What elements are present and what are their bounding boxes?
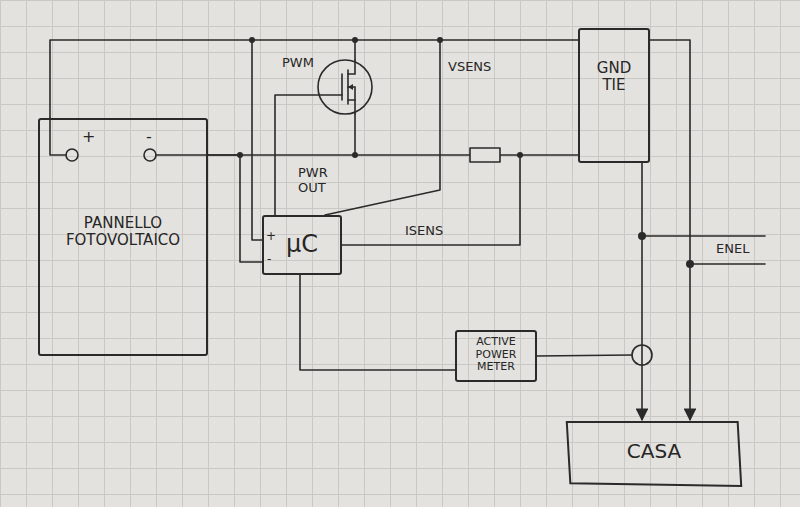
drain-stub <box>348 60 355 74</box>
house-box: CASA <box>565 420 743 488</box>
terminal-plus <box>66 149 78 161</box>
junction-group <box>237 37 694 268</box>
pv-panel-box: PANNELLO FOTOVOLTAICO <box>38 118 208 356</box>
grid-wire <box>690 263 765 265</box>
mosfet-symbol: PWM <box>282 52 382 122</box>
node-text: ACTIVE POWER METER <box>461 336 531 374</box>
wire-connector <box>50 40 578 118</box>
grid-tie-box: GND TIE <box>578 28 650 163</box>
plus-lead-wire <box>50 118 66 155</box>
mosfet-outline <box>318 60 372 114</box>
junction-dot <box>437 37 443 43</box>
wire-group <box>50 40 765 365</box>
terminal-label: + <box>82 128 95 146</box>
component-name: PWM <box>282 56 314 71</box>
signal-name: ISENS <box>405 224 443 239</box>
junction-dot <box>249 37 255 43</box>
junction-dot <box>352 152 358 158</box>
signal-name: PWR OUT <box>298 166 342 196</box>
isens-wire <box>342 155 520 245</box>
wire-connector <box>208 155 262 262</box>
microcontroller-box: μC <box>262 215 342 275</box>
wire-connector <box>641 163 643 420</box>
node-text: CASA <box>565 440 743 463</box>
shunt-resistor-symbol <box>470 148 500 162</box>
terminal-label: - <box>146 128 152 146</box>
meter-clamp-wire <box>537 355 632 356</box>
wire-connector <box>275 95 282 215</box>
grid-wire <box>642 235 765 237</box>
power-meter-box: ACTIVE POWER METER <box>455 330 537 382</box>
gate-plate <box>341 95 343 100</box>
junction-dot <box>352 37 358 43</box>
body-diode-arrow <box>348 84 353 90</box>
node-text: PANNELLO FOTOVOLTAICO <box>44 215 202 250</box>
pin-name: - <box>267 253 271 267</box>
junction-dot <box>517 152 523 158</box>
node-text: μC <box>268 231 336 259</box>
vsens-wire <box>325 40 440 215</box>
junction-dot <box>686 260 694 268</box>
pin-name: + <box>266 230 276 244</box>
junction-dot <box>638 232 646 240</box>
current-clamp-symbol <box>632 345 652 365</box>
mosfet-source-wire <box>354 114 356 155</box>
uc-supply-wire <box>252 40 262 240</box>
line-name: ENEL <box>716 242 749 257</box>
gate-lead <box>282 74 342 95</box>
terminal-minus <box>144 149 156 161</box>
signal-name: VSENS <box>448 60 491 75</box>
source-stub <box>348 100 355 114</box>
junction-dot <box>237 152 243 158</box>
wire-connector <box>650 40 690 420</box>
wire-connector <box>300 275 455 370</box>
node-text: GND TIE <box>584 60 644 95</box>
minus-lead-wire <box>156 154 208 156</box>
